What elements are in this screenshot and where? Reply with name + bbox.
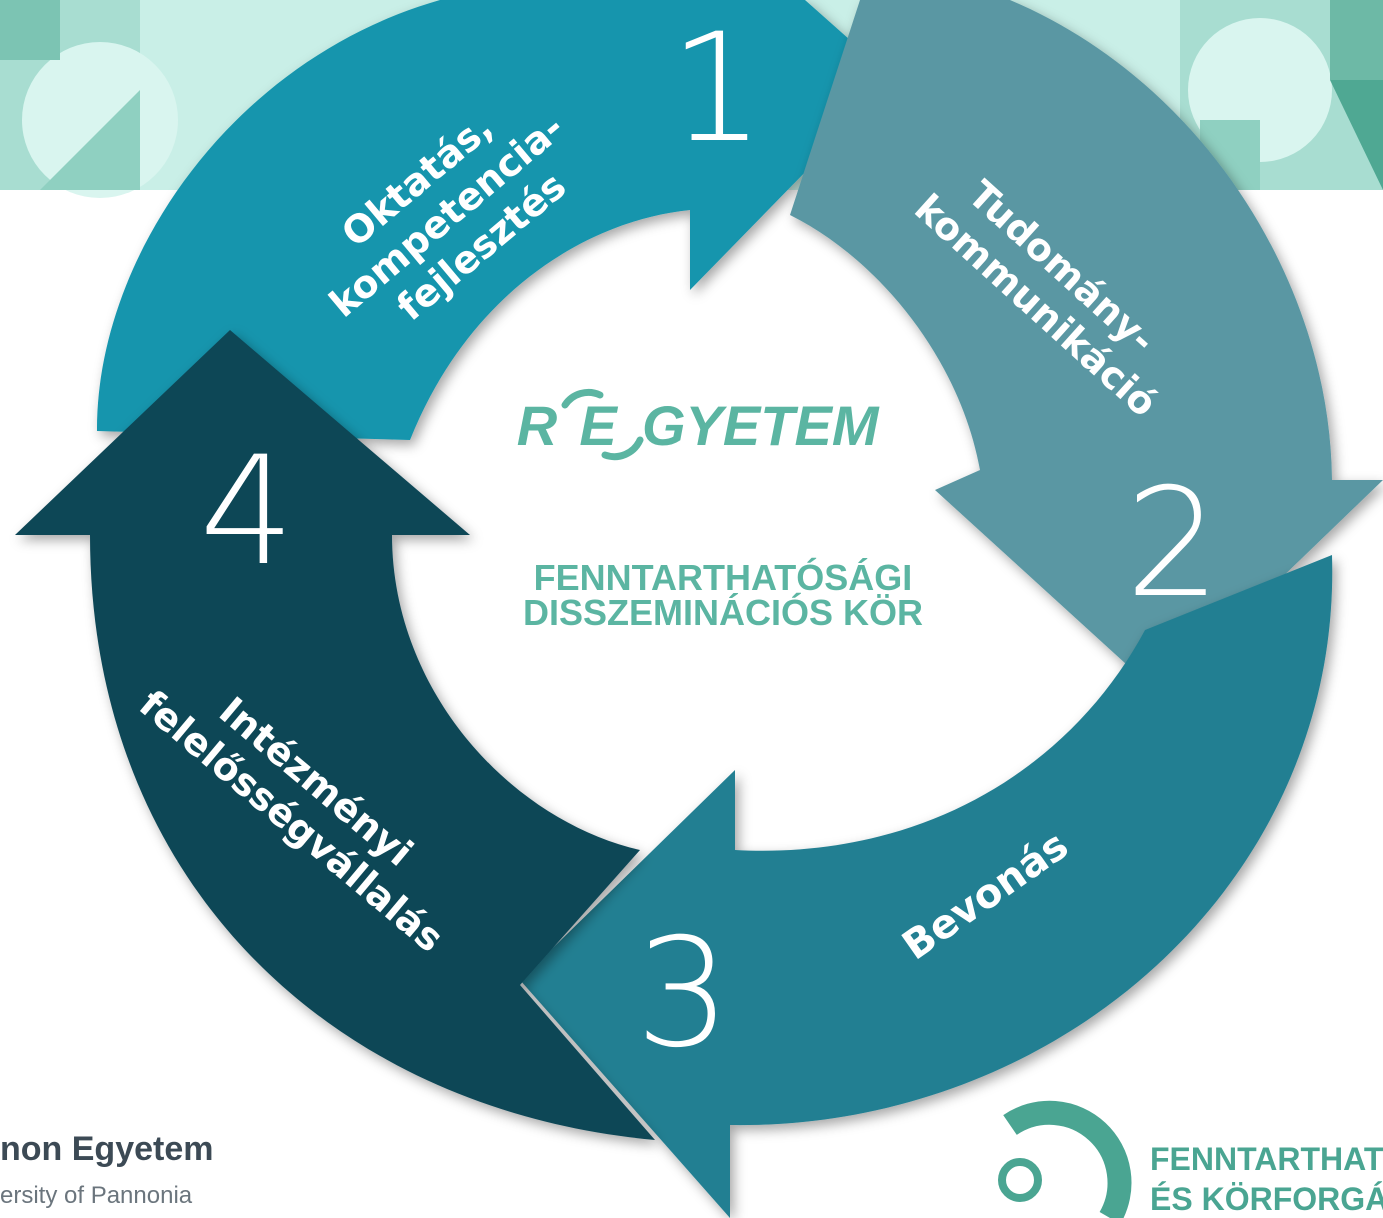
segment-1-shape <box>96 0 895 440</box>
segment-2-arrow <box>790 0 1383 695</box>
footer-left-line-1: non Egyetem <box>0 1130 213 1168</box>
footer-left-brand: non Egyetem ersity of Pannonia <box>0 1130 213 1209</box>
regyetem-logo: R E GYETEM <box>517 388 880 461</box>
segment-4-number: 4 <box>199 425 294 599</box>
segment-4-arrow <box>15 330 655 1140</box>
logo-arc-icon <box>561 388 604 409</box>
logo-letter-r: R <box>517 394 558 457</box>
logo-arc-icon <box>601 436 644 461</box>
logo-word-rest: GYETEM <box>642 394 880 457</box>
segment-2-shape <box>790 0 1383 695</box>
footer-left-line-2: ersity of Pannonia <box>0 1182 193 1209</box>
footer-right-line-2: ÉS KÖRFORGÁ <box>1150 1181 1383 1217</box>
circular-economy-logo-icon <box>998 1100 1132 1218</box>
logo-letter-e: E <box>579 394 618 457</box>
segment-3-arrow <box>520 555 1333 1218</box>
segment-3-shape <box>520 555 1333 1218</box>
segment-4-shape <box>15 330 655 1140</box>
segment-1-number: 1 <box>669 2 764 176</box>
center-title-line-2: DISSZEMINÁCIÓS KÖR <box>523 591 923 633</box>
center-title-line-1: FENNTARTHATÓSÁGI <box>534 556 913 598</box>
segment-2-number: 2 <box>1125 457 1220 631</box>
footer-right-line-1: FENNTARTHAT <box>1150 1141 1383 1177</box>
footer-right-brand: FENNTARTHAT ÉS KÖRFORGÁ <box>998 1100 1383 1218</box>
segment-1-arrow <box>96 0 895 440</box>
segment-3-number: 3 <box>635 907 730 1081</box>
